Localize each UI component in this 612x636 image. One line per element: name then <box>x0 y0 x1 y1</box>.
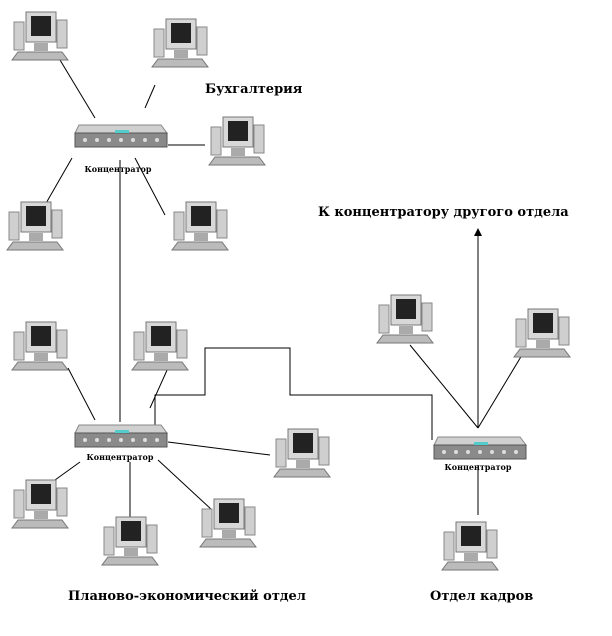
link <box>44 157 73 206</box>
inter-department-link <box>154 347 433 440</box>
hub-label: Концентратор <box>85 164 152 174</box>
accounting-label: Бухгалтерия <box>205 82 303 97</box>
computer-icon <box>376 294 434 344</box>
computer-icon <box>101 516 159 566</box>
hub-label: Концентратор <box>445 462 512 472</box>
computer-icon <box>273 428 331 478</box>
computer-icon <box>441 521 499 571</box>
hub-icon <box>74 124 168 148</box>
computer-icon <box>208 116 266 166</box>
hub-icon <box>74 424 168 448</box>
link <box>477 354 523 429</box>
computer-icon <box>6 201 64 251</box>
link <box>167 441 271 456</box>
other-hub-label: К концентратору другого отдела <box>318 205 569 220</box>
hub-icon <box>433 436 527 460</box>
computer-icon <box>11 479 69 529</box>
computer-icon <box>513 308 571 358</box>
computer-icon <box>11 11 69 61</box>
link <box>134 157 166 216</box>
hub-label: Концентратор <box>87 452 154 462</box>
computer-icon <box>199 498 257 548</box>
link <box>409 344 479 429</box>
link <box>157 459 213 511</box>
computer-icon <box>131 321 189 371</box>
computer-icon <box>151 18 209 68</box>
link <box>149 367 169 409</box>
computer-icon <box>11 321 69 371</box>
link <box>59 59 96 119</box>
link <box>54 461 81 481</box>
link <box>144 84 156 109</box>
hr-dept-label: Отдел кадров <box>430 589 533 604</box>
planning-dept-label: Планово-экономический отдел <box>68 589 306 604</box>
connection-lines <box>44 59 523 520</box>
computer-icon <box>171 201 229 251</box>
link <box>67 367 96 421</box>
